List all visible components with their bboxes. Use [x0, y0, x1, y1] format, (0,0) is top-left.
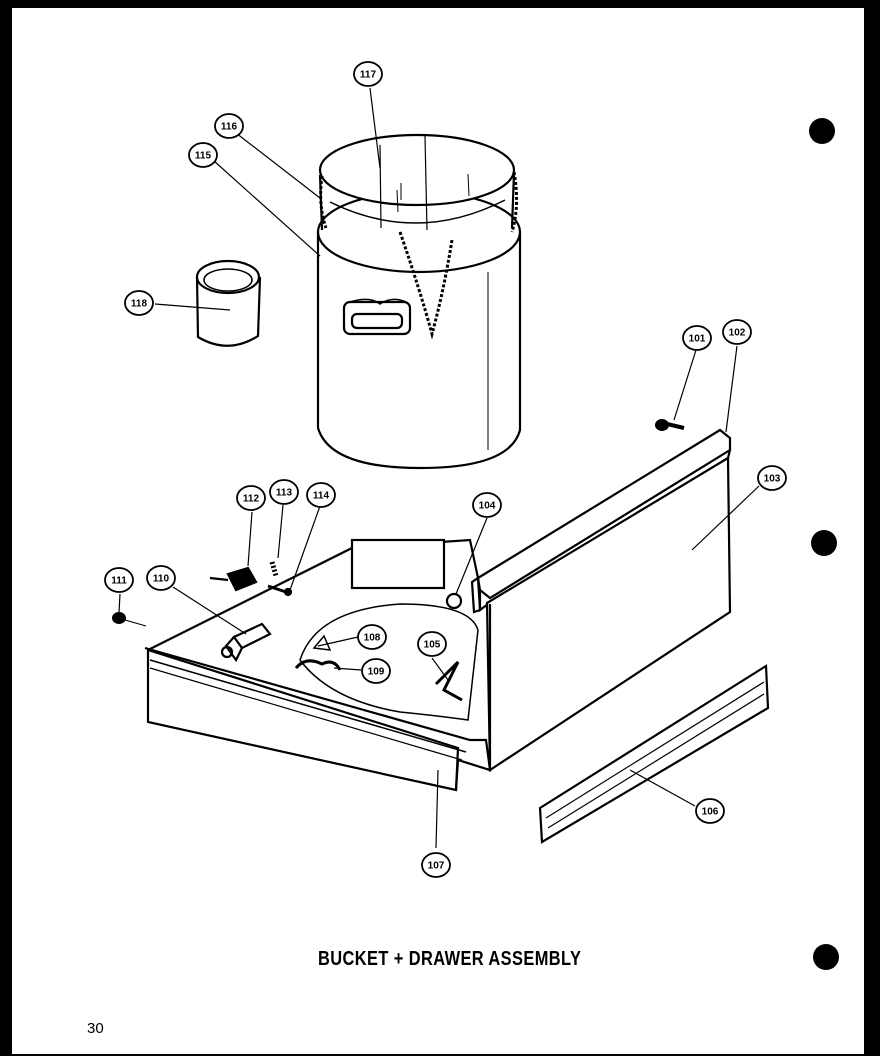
callout-107: 107: [421, 852, 451, 878]
callout-number: 106: [702, 807, 719, 818]
callout-117: 117: [353, 61, 383, 87]
leader-lines: [118, 87, 760, 849]
registration-dot-middle: [811, 530, 837, 556]
callout-108: 108: [357, 624, 387, 650]
callout-103: 103: [757, 465, 787, 491]
page-number: 30: [87, 1020, 104, 1037]
callout-circle: [417, 631, 447, 657]
callout-102: 102: [722, 319, 752, 345]
slide-rail-illustration: [538, 664, 770, 844]
callout-circle: [472, 492, 502, 518]
registration-dot-bottom: [813, 944, 839, 970]
callout-115: 115: [188, 142, 218, 168]
callout-number: 112: [243, 494, 260, 505]
callout-circle: [357, 624, 387, 650]
screw-illustration: [655, 419, 685, 431]
callout-number: 104: [479, 501, 496, 512]
callout-circle: [421, 852, 451, 878]
callout-number: 109: [368, 667, 385, 678]
callout-circle: [722, 319, 752, 345]
callout-circle: [146, 565, 176, 591]
callout-number: 107: [428, 861, 445, 872]
callout-circle: [104, 567, 134, 593]
callout-circle: [214, 113, 244, 139]
callout-circle: [269, 479, 299, 505]
diagram-title: BUCKET + DRAWER ASSEMBLY: [318, 948, 582, 970]
callout-105: 105: [417, 631, 447, 657]
callout-104: 104: [472, 492, 502, 518]
callout-number: 105: [424, 640, 441, 651]
screw-111-illustration: [112, 612, 147, 627]
callout-number: 101: [689, 334, 706, 345]
callout-number: 113: [276, 488, 293, 499]
callout-118: 118: [124, 290, 154, 316]
callout-114: 114: [306, 482, 336, 508]
bucket-illustration: [316, 133, 522, 470]
callout-113: 113: [269, 479, 299, 505]
drawer-pan-illustration: [144, 538, 492, 792]
callout-111: 111: [104, 567, 134, 593]
callout-number: 102: [729, 328, 746, 339]
callout-circle: [682, 325, 712, 351]
callout-circle: [124, 290, 154, 316]
callout-101: 101: [682, 325, 712, 351]
callout-number: 110: [153, 574, 170, 585]
callout-106: 106: [695, 798, 725, 824]
callout-number: 116: [221, 122, 238, 133]
drawer-front-illustration: [470, 428, 732, 773]
callout-109: 109: [361, 658, 391, 684]
callout-circle: [757, 465, 787, 491]
callout-number: 115: [195, 151, 212, 162]
callout-number: 103: [764, 474, 781, 485]
cup-illustration: [195, 259, 262, 347]
callout-circle: [361, 658, 391, 684]
callout-number: 118: [131, 299, 148, 310]
callout-circle: [695, 798, 725, 824]
callout-number: 108: [364, 633, 381, 644]
callout-number: 114: [313, 491, 330, 502]
registration-dot-top: [809, 118, 835, 144]
callout-number: 111: [111, 576, 127, 587]
callout-116: 116: [214, 113, 244, 139]
callout-circle: [188, 142, 218, 168]
callout-number: 117: [360, 70, 377, 81]
callout-112: 112: [236, 485, 266, 511]
callout-circle: [306, 482, 336, 508]
callout-circle: [236, 485, 266, 511]
callout-110: 110: [146, 565, 176, 591]
callout-circle: [353, 61, 383, 87]
callout-bubbles: 101 102 103 104 105 106 107 108 109 110 111 112 113 1…: [104, 61, 787, 878]
